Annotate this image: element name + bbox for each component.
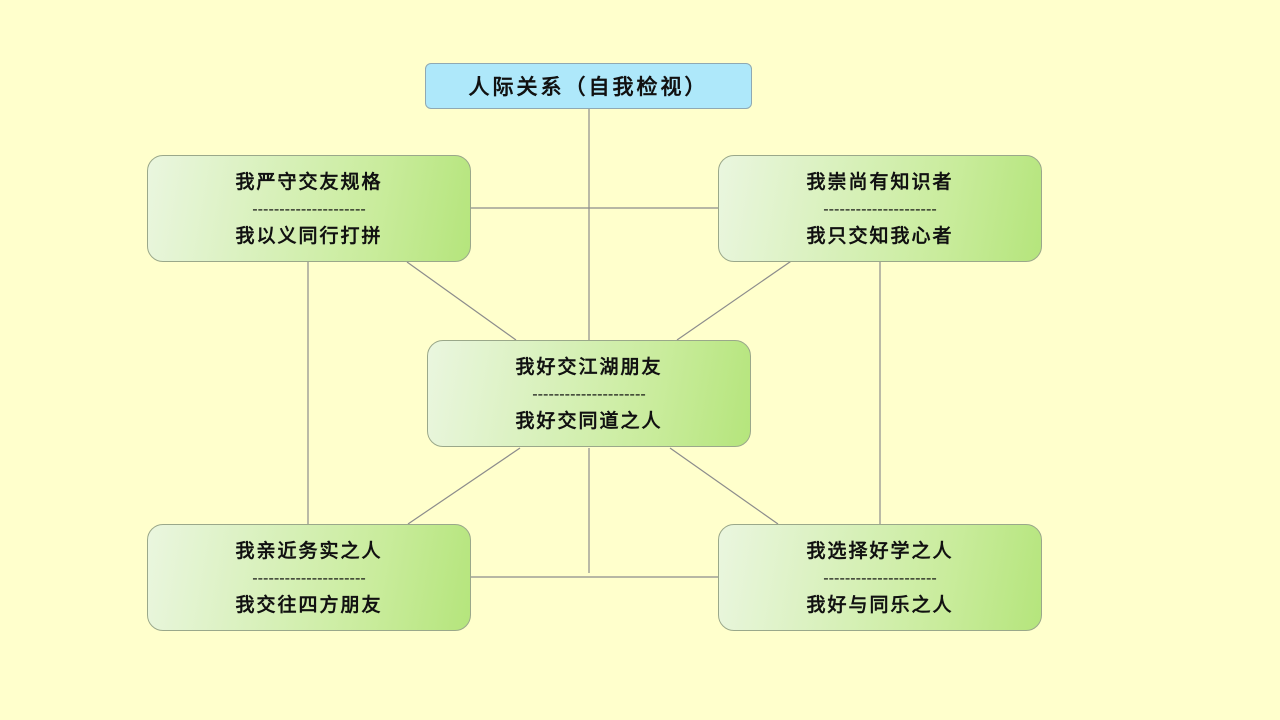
- node-line1: 我崇尚有知识者: [806, 170, 954, 193]
- node-bottom-right: 我选择好学之人 --------------------- 我好与同乐之人: [718, 524, 1042, 631]
- node-top-right: 我崇尚有知识者 --------------------- 我只交知我心者: [718, 155, 1042, 262]
- node-separator: ---------------------: [252, 198, 366, 218]
- node-line2: 我以义同行打拼: [235, 224, 383, 247]
- root-node-title: 人际关系（自我检视）: [425, 63, 752, 109]
- node-line1: 我亲近务实之人: [235, 539, 383, 562]
- node-line2: 我交往四方朋友: [235, 593, 383, 616]
- connector: [407, 447, 521, 525]
- node-line1: 我选择好学之人: [806, 539, 954, 562]
- connector: [676, 254, 801, 341]
- node-top-left: 我严守交友规格 --------------------- 我以义同行打拼: [147, 155, 471, 262]
- node-line1: 我严守交友规格: [235, 170, 383, 193]
- node-bottom-left: 我亲近务实之人 --------------------- 我交往四方朋友: [147, 524, 471, 631]
- node-line1: 我好交江湖朋友: [515, 355, 663, 378]
- node-line2: 我好交同道之人: [515, 409, 663, 432]
- connector: [669, 447, 779, 525]
- node-separator: ---------------------: [823, 567, 937, 587]
- node-line2: 我好与同乐之人: [806, 593, 954, 616]
- node-separator: ---------------------: [823, 198, 937, 218]
- node-separator: ---------------------: [532, 383, 646, 403]
- node-line2: 我只交知我心者: [806, 224, 954, 247]
- node-separator: ---------------------: [252, 567, 366, 587]
- connector: [406, 261, 517, 341]
- node-center: 我好交江湖朋友 --------------------- 我好交同道之人: [427, 340, 751, 447]
